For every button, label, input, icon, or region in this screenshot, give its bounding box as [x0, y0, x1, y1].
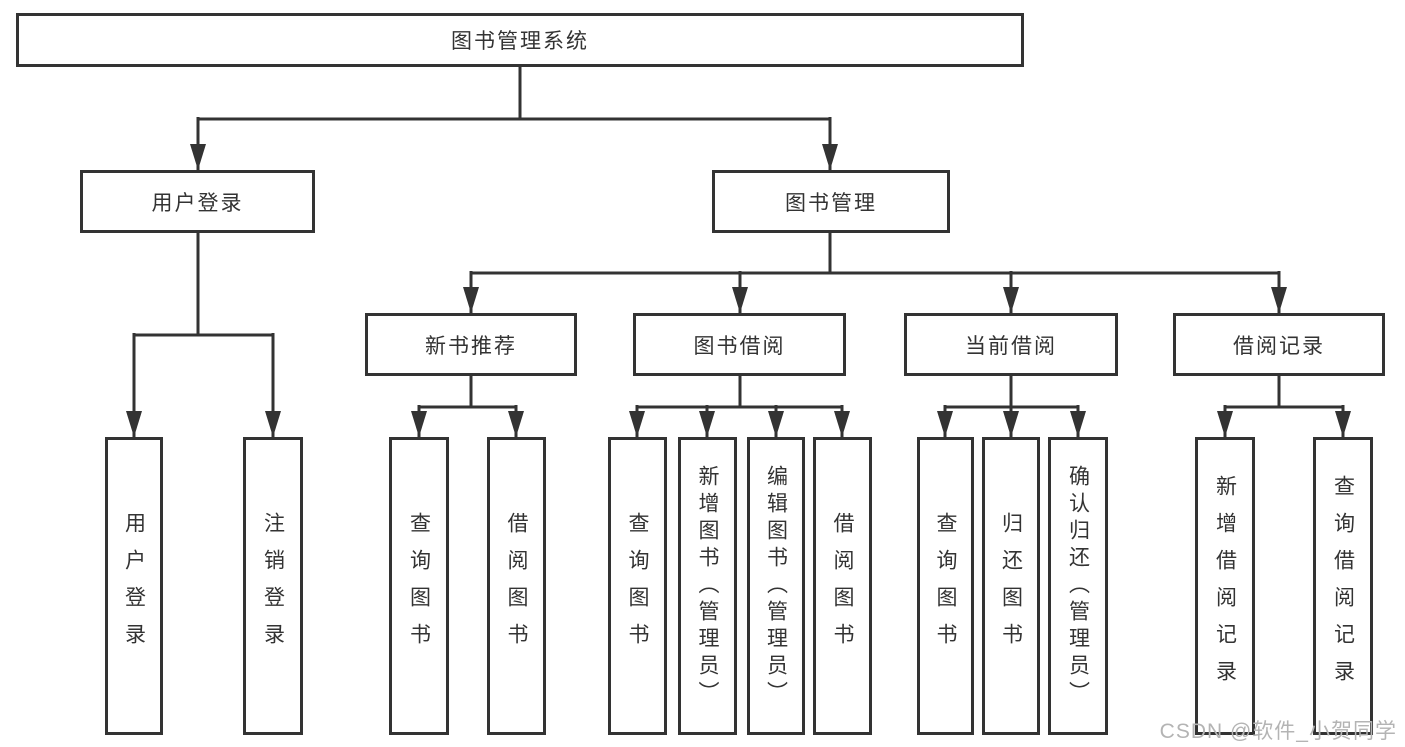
- connector-root-to-level2: [190, 67, 838, 170]
- leaf-current-return-books: 归还图书: [982, 437, 1040, 735]
- node-current-borrow: 当前借阅: [904, 313, 1118, 376]
- leaf-user-login: 用户登录: [105, 437, 163, 735]
- leaf-current-confirm-return-admin: 确认归还（管理员）: [1048, 437, 1108, 735]
- node-book-borrow: 图书借阅: [633, 313, 846, 376]
- leaf-label: 借阅图书: [831, 512, 854, 660]
- leaf-records-query-record: 查询借阅记录: [1313, 437, 1373, 735]
- leaf-label: 新增图书（管理员）: [696, 464, 719, 708]
- connector-bookmgmt-to-level3: [463, 233, 1287, 313]
- leaf-label: 确认归还（管理员）: [1066, 464, 1090, 708]
- leaf-borrow-add-books-admin: 新增图书（管理员）: [678, 437, 737, 735]
- leaf-label: 新增借阅记录: [1213, 475, 1237, 697]
- leaf-label: 查询借阅记录: [1331, 475, 1355, 697]
- leaf-label: 查询图书: [934, 512, 957, 660]
- node-new-book-recommend: 新书推荐: [365, 313, 577, 376]
- leaf-newbook-query-books: 查询图书: [389, 437, 449, 735]
- leaf-label: 查询图书: [407, 512, 431, 660]
- leaf-records-add-record: 新增借阅记录: [1195, 437, 1255, 735]
- node-user-login: 用户登录: [80, 170, 315, 233]
- connector-newbook-children: [411, 376, 524, 437]
- node-root-system: 图书管理系统: [16, 13, 1024, 67]
- leaf-label: 归还图书: [999, 512, 1023, 660]
- node-book-management: 图书管理: [712, 170, 950, 233]
- connector-userlogin-children: [126, 233, 281, 437]
- connector-currentborrow-children: [937, 376, 1086, 437]
- leaf-borrow-borrow-books: 借阅图书: [813, 437, 872, 735]
- csdn-watermark: CSDN @软件_小贺同学: [1159, 720, 1397, 743]
- leaf-label: 借阅图书: [505, 512, 528, 660]
- leaf-label: 注销登录: [261, 512, 285, 660]
- leaf-current-query-books: 查询图书: [917, 437, 974, 735]
- leaf-newbook-borrow-books: 借阅图书: [487, 437, 546, 735]
- leaf-label: 用户登录: [122, 512, 146, 660]
- leaf-borrow-edit-books-admin: 编辑图书（管理员）: [747, 437, 805, 735]
- node-borrow-records: 借阅记录: [1173, 313, 1385, 376]
- leaf-label: 查询图书: [626, 512, 649, 660]
- connector-records-children: [1217, 376, 1351, 437]
- leaf-logout: 注销登录: [243, 437, 303, 735]
- connector-bookborrow-children: [629, 376, 850, 437]
- leaf-label: 编辑图书（管理员）: [764, 464, 788, 708]
- leaf-borrow-query-books: 查询图书: [608, 437, 667, 735]
